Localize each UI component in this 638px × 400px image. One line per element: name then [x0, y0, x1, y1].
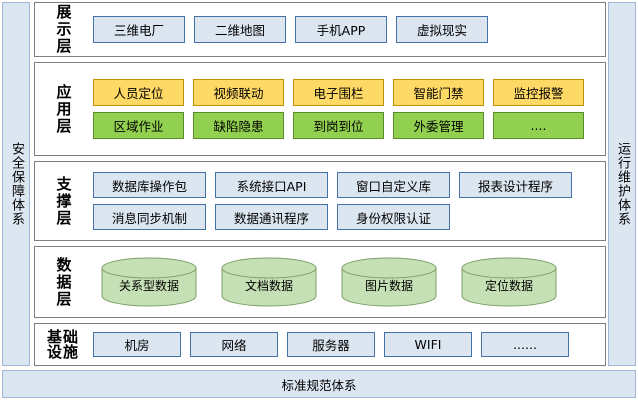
node-box[interactable]: 区域作业	[93, 112, 184, 139]
cylinder-row: 关系型数据 文档数据 图片数据	[93, 257, 599, 307]
sidebar-right-ops-maintenance-system: 运行维护体系	[608, 2, 636, 366]
cylinder-label: 图片数据	[364, 278, 413, 293]
sidebar-right-label: 运行维护体系	[615, 142, 631, 226]
node-row: 数据库操作包 系统接口API 窗口自定义库 报表设计程序	[93, 172, 599, 198]
node-box[interactable]: 数据库操作包	[93, 172, 206, 198]
layer-infrastructure: 基础设施 机房 网络 服务器 WIFI ......	[34, 323, 606, 366]
node-box[interactable]: 消息同步机制	[93, 204, 206, 230]
node-box[interactable]: 智能门禁	[393, 79, 484, 106]
bottom-bar-standards-system: 标准规范体系	[2, 370, 636, 398]
node-box[interactable]: 系统接口API	[215, 172, 328, 198]
layer-data: 数据层 关系型数据 文档数据	[34, 246, 606, 318]
node-box[interactable]: 二维地图	[194, 16, 286, 43]
database-cylinder[interactable]: 图片数据	[341, 257, 437, 307]
database-cylinder[interactable]: 关系型数据	[101, 257, 197, 307]
node-box[interactable]: 身份权限认证	[337, 204, 450, 230]
cylinder-icon	[221, 257, 317, 307]
layer-support-label: 支撑层	[54, 175, 73, 227]
node-box[interactable]: 服务器	[287, 332, 375, 357]
node-box[interactable]: 网络	[190, 332, 278, 357]
node-box[interactable]: 手机APP	[295, 16, 387, 43]
layer-presentation-label: 展示层	[54, 4, 73, 55]
cylinder-icon	[101, 257, 197, 307]
layer-application-body: 人员定位 视频联动 电子围栏 智能门禁 监控报警 区域作业 缺陷隐患 到岗到位 …	[91, 79, 605, 139]
layer-infrastructure-label: 基础设施	[46, 327, 79, 361]
cylinder-label: 关系型数据	[118, 278, 179, 293]
node-box[interactable]: WIFI	[384, 332, 472, 357]
node-box[interactable]: 人员定位	[93, 79, 184, 106]
layer-application-label: 应用层	[54, 83, 73, 135]
cylinder-label: 文档数据	[244, 278, 293, 293]
node-box[interactable]: 视频联动	[193, 79, 284, 106]
layer-data-label: 数据层	[54, 256, 73, 308]
layer-support-body: 数据库操作包 系统接口API 窗口自定义库 报表设计程序 消息同步机制 数据通讯…	[91, 172, 605, 230]
database-cylinder[interactable]: 定位数据	[461, 257, 557, 307]
layer-data-body: 关系型数据 文档数据 图片数据	[91, 257, 605, 307]
sidebar-left-security-system: 安全保障体系	[2, 2, 30, 366]
database-cylinder[interactable]: 文档数据	[221, 257, 317, 307]
node-row: 消息同步机制 数据通讯程序 身份权限认证	[93, 204, 599, 230]
bottom-bar-label: 标准规范体系	[281, 377, 357, 393]
node-box[interactable]: 机房	[93, 332, 181, 357]
layer-application: 应用层 人员定位 视频联动 电子围栏 智能门禁 监控报警 区域作业 缺陷隐患 到…	[34, 62, 606, 156]
node-box[interactable]: 三维电厂	[93, 16, 185, 43]
node-box[interactable]: 外委管理	[393, 112, 484, 139]
node-box[interactable]: 数据通讯程序	[215, 204, 328, 230]
node-box[interactable]: 监控报警	[493, 79, 584, 106]
node-box[interactable]: 报表设计程序	[459, 172, 572, 198]
layer-presentation-body: 三维电厂 二维地图 手机APP 虚拟现实	[91, 16, 605, 43]
node-box[interactable]: ......	[481, 332, 569, 357]
node-row: 机房 网络 服务器 WIFI ......	[93, 332, 599, 357]
node-row: 三维电厂 二维地图 手机APP 虚拟现实	[93, 16, 599, 43]
node-box[interactable]: 窗口自定义库	[337, 172, 450, 198]
cylinder-icon	[341, 257, 437, 307]
node-box[interactable]: 缺陷隐患	[193, 112, 284, 139]
node-box[interactable]: 电子围栏	[293, 79, 384, 106]
node-box[interactable]: ....	[493, 112, 584, 139]
sidebar-left-label: 安全保障体系	[9, 142, 25, 226]
node-box[interactable]: 虚拟现实	[396, 16, 488, 43]
node-box[interactable]: 到岗到位	[293, 112, 384, 139]
layer-infrastructure-body: 机房 网络 服务器 WIFI ......	[91, 332, 605, 357]
layer-presentation: 展示层 三维电厂 二维地图 手机APP 虚拟现实	[34, 2, 606, 57]
node-row: 人员定位 视频联动 电子围栏 智能门禁 监控报警	[93, 79, 599, 106]
cylinder-label: 定位数据	[484, 278, 533, 293]
cylinder-icon	[461, 257, 557, 307]
layer-support: 支撑层 数据库操作包 系统接口API 窗口自定义库 报表设计程序 消息同步机制 …	[34, 161, 606, 241]
node-row: 区域作业 缺陷隐患 到岗到位 外委管理 ....	[93, 112, 599, 139]
